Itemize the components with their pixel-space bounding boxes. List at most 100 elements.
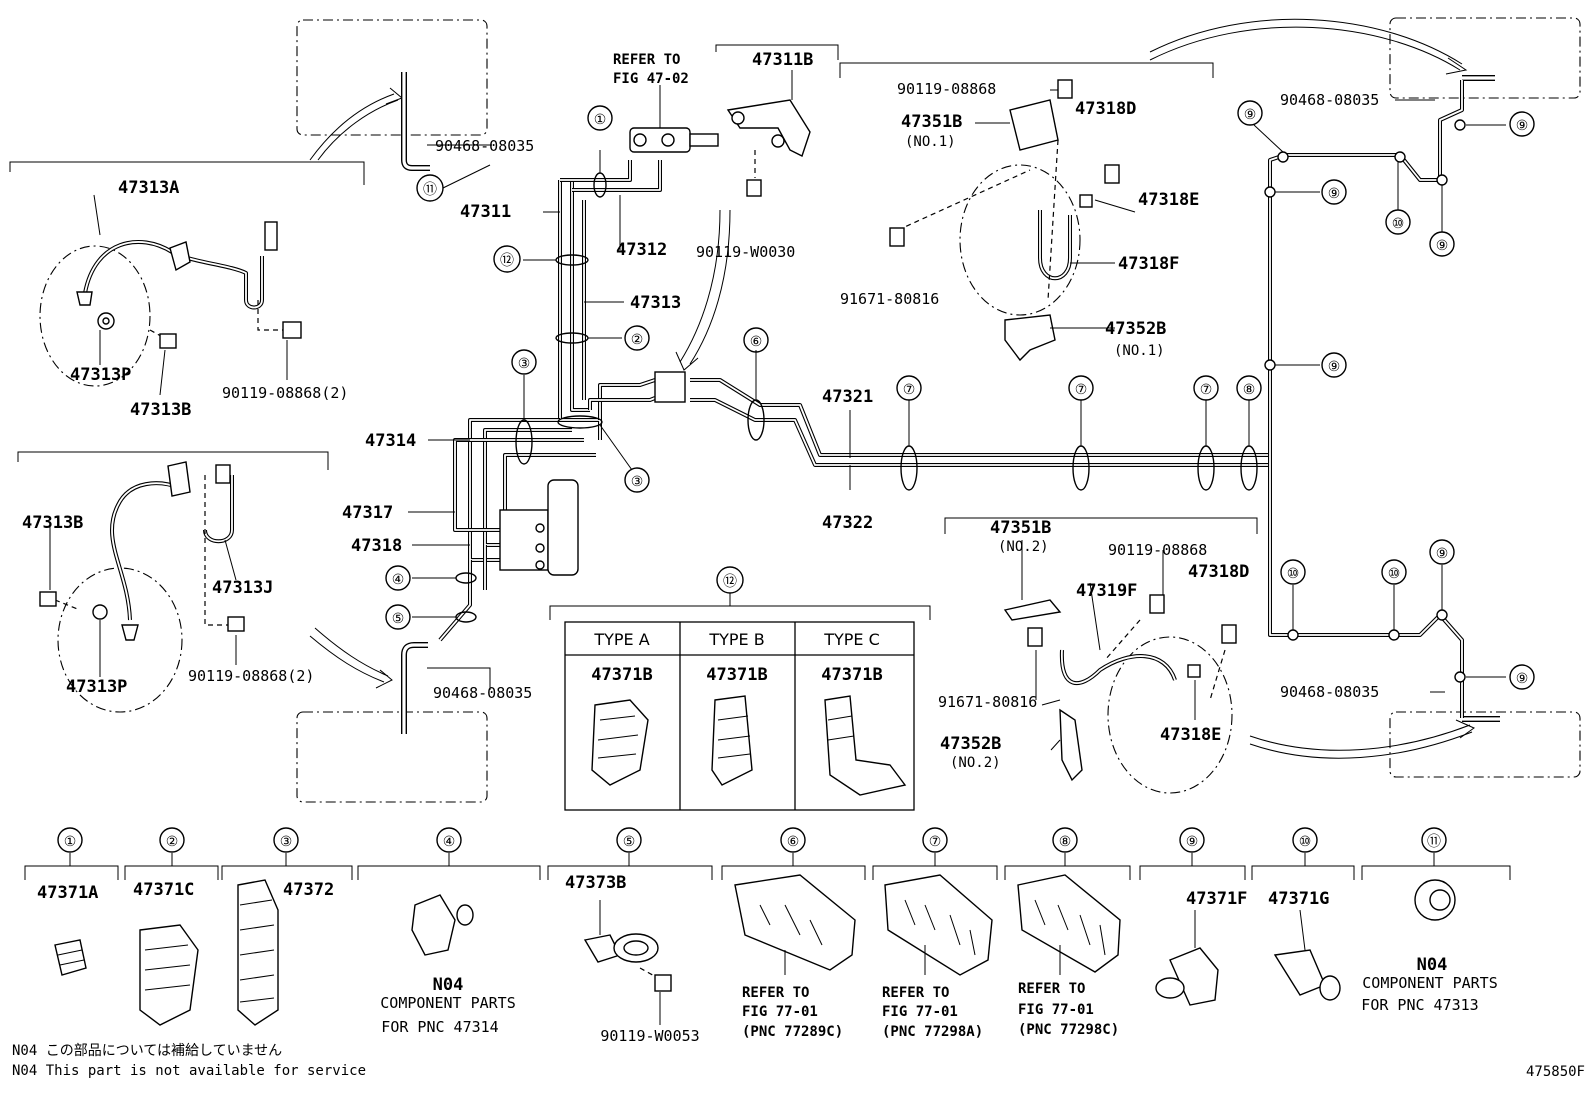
label-47313: 47313 — [630, 293, 681, 313]
legend-part-3: 47372 — [283, 880, 334, 900]
label-47313B-1: 47313B — [130, 400, 191, 420]
part-labels: REFER TO FIG 47-02 47311B 90119-08868 47… — [22, 50, 1379, 771]
callout-11: ⑪ — [423, 182, 437, 198]
legend-note-5-0: 90119-W0053 — [600, 1027, 699, 1045]
legend-part-4: N04 — [433, 975, 464, 995]
legend-drawing-5 — [583, 900, 672, 1025]
reference-arrows — [309, 18, 1476, 759]
legend-ref-3: ③ — [280, 834, 293, 850]
legend-drawing-2 — [139, 924, 199, 1026]
label-47318D-1: 47318D — [1075, 99, 1136, 119]
label-90468-tl: 90468-08035 — [435, 137, 534, 155]
label-47352B-2: 47352B — [940, 734, 1001, 754]
legend-note-8-1: FIG 77-01 — [1018, 1002, 1094, 1018]
label-91671-80816-1: 91671-80816 — [840, 290, 939, 308]
note-japanese: N04 この部品については補給していません — [12, 1043, 282, 1059]
label-47318E-1: 47318E — [1138, 190, 1199, 210]
leader-lines — [49, 89, 1506, 751]
callout-circles: ① ⑫ ② ③ ③ ④ ⑤ ⑪ ⑥ ⑦ ⑦ ⑦ ⑧ ⑨ ⑨ ⑨ ⑩ ⑨ ⑨ — [385, 100, 1535, 690]
legend-ref-11: ⑪ — [1427, 834, 1441, 850]
union-fitting — [654, 209, 731, 403]
legend-note-7-0: REFER TO — [882, 985, 949, 1001]
legend-part-10: 47371G — [1268, 889, 1329, 909]
label-no2-b: (NO.2) — [950, 755, 1001, 771]
label-47311: 47311 — [460, 202, 511, 222]
label-90468-br: 90468-08035 — [1280, 683, 1379, 701]
legend-drawing-11 — [1414, 879, 1456, 921]
callout-9c: ⑨ — [1328, 186, 1341, 202]
legend-note-7-1: FIG 77-01 — [882, 1004, 958, 1020]
ref-box-top-right — [1389, 17, 1581, 99]
ref-box-bottom-left — [296, 711, 488, 803]
legend-drawing-9 — [1155, 910, 1219, 1006]
label-47313J: 47313J — [212, 578, 273, 598]
label-no1-a: (NO.1) — [905, 134, 956, 150]
table-frame — [564, 621, 915, 811]
table-header-c: TYPE C — [823, 630, 880, 649]
brake-lines-right — [1264, 80, 1466, 718]
label-90119-08868-top: 90119-08868 — [897, 80, 996, 98]
legend-note-7-2: (PNC 77298A) — [882, 1024, 983, 1040]
label-90119-2a: 90119-08868(2) — [222, 384, 348, 402]
note-english: N04 This part is not available for servi… — [12, 1063, 366, 1079]
label-47321: 47321 — [822, 387, 873, 407]
label-47322: 47322 — [822, 513, 873, 533]
legend-ref-2: ② — [166, 834, 179, 850]
callout-6: ⑥ — [750, 334, 763, 350]
table-header-a: TYPE A — [593, 630, 649, 649]
label-47317: 47317 — [342, 503, 393, 523]
table-callout: ⑫ — [723, 574, 737, 590]
legend-ref-6: ⑥ — [787, 834, 800, 850]
clamp-type-a-drawing — [591, 699, 649, 786]
table-part-c: 47371B — [821, 665, 882, 685]
legend-part-9: 47371F — [1186, 889, 1247, 909]
callout-10c: ⑩ — [1388, 566, 1401, 582]
hose-assembly-47313J — [39, 461, 245, 713]
label-90119-W0030: 90119-W0030 — [696, 243, 795, 261]
legend-note-6-0: REFER TO — [742, 985, 809, 1001]
clamp-type-b-drawing — [711, 695, 753, 786]
refer-fig-label: FIG 47-02 — [613, 71, 689, 87]
legend-note-4-0: COMPONENT PARTS — [380, 994, 515, 1012]
legend-drawing-6 — [734, 874, 856, 975]
legend-note-6-2: (PNC 77289C) — [742, 1024, 843, 1040]
ref-box-bottom-right — [1389, 711, 1581, 778]
legend-note-8-0: REFER TO — [1018, 981, 1085, 997]
legend-drawing-7 — [884, 874, 993, 976]
label-47311B: 47311B — [752, 50, 813, 70]
legend-ref-1: ① — [64, 834, 77, 850]
legend-note-6-1: FIG 77-01 — [742, 1004, 818, 1020]
legend-ref-5: ⑤ — [623, 834, 636, 850]
label-47351B-1: 47351B — [901, 112, 962, 132]
label-90119-2b: 90119-08868(2) — [188, 667, 314, 685]
legend-part-5: 47373B — [565, 873, 626, 893]
callout-7c: ⑦ — [1200, 382, 1213, 398]
label-47312: 47312 — [616, 240, 667, 260]
label-47318E-2: 47318E — [1160, 725, 1221, 745]
label-47352B-1: 47352B — [1105, 319, 1166, 339]
legend-drawing-3 — [237, 879, 279, 1026]
callout-9f: ⑨ — [1436, 546, 1449, 562]
legend-drawing-4 — [411, 894, 474, 956]
callout-7b: ⑦ — [1075, 382, 1088, 398]
legend-ref-8: ⑧ — [1059, 834, 1072, 850]
legend-ref-4: ④ — [443, 834, 456, 850]
callout-10a: ⑩ — [1392, 216, 1405, 232]
refer-to-label: REFER TO — [613, 52, 680, 68]
master-cylinder — [629, 85, 719, 153]
table-part-b: 47371B — [706, 665, 767, 685]
label-47313A: 47313A — [118, 178, 179, 198]
callout-5: ⑤ — [392, 611, 405, 627]
callout-7a: ⑦ — [903, 382, 916, 398]
callout-1: ① — [594, 112, 607, 128]
ref-box-top-left — [296, 19, 488, 136]
legend-note-4-1: FOR PNC 47314 — [381, 1018, 498, 1036]
callout-9e: ⑨ — [1328, 359, 1341, 375]
label-90468-ml: 90468-08035 — [433, 684, 532, 702]
label-47318F: 47318F — [1118, 254, 1179, 274]
label-no1-b: (NO.1) — [1114, 343, 1165, 359]
legend-drawing-1 — [54, 939, 87, 976]
legend-note-11-1: FOR PNC 47313 — [1361, 996, 1478, 1014]
